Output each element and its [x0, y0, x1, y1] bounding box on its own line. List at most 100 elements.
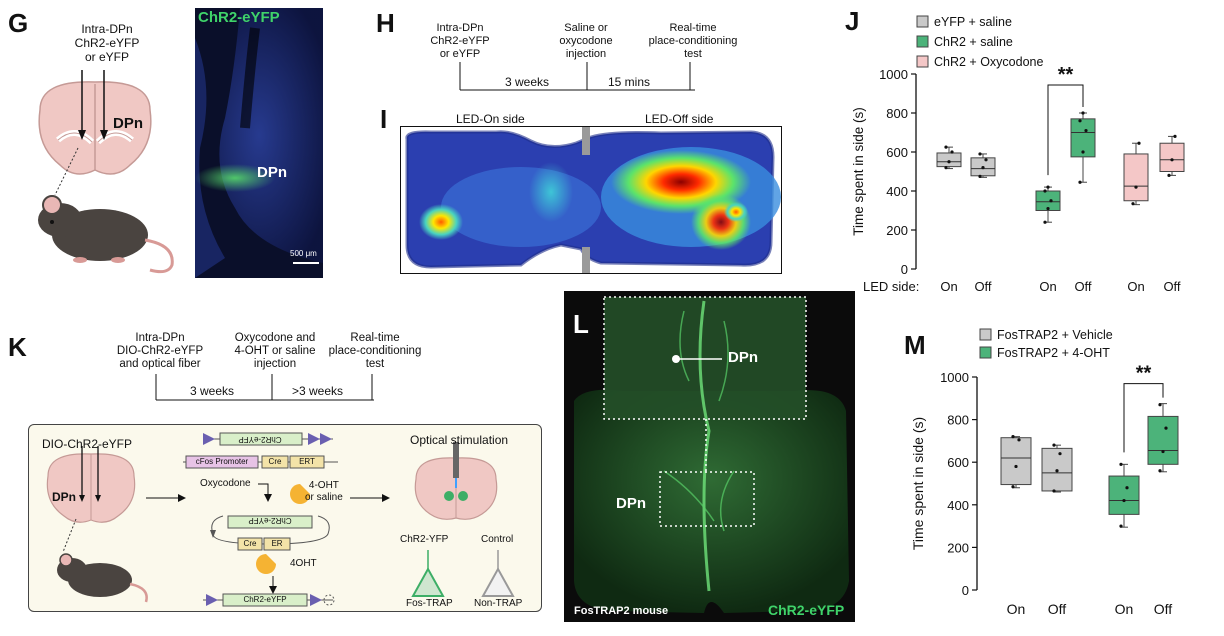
- panel-label-g: G: [8, 8, 29, 38]
- data-point: [1011, 435, 1015, 439]
- data-point: [1058, 452, 1062, 456]
- data-point: [1131, 202, 1135, 206]
- h-event-2: Saline or oxycodone injection: [559, 22, 613, 60]
- legend-swatch: [916, 35, 929, 48]
- g-brain-dpn-label: DPn: [113, 115, 143, 132]
- data-point: [1170, 158, 1174, 162]
- h-event-1: Intra-DPn ChR2-eYFP or eYFP: [430, 22, 490, 60]
- legend-swatch: [979, 346, 992, 359]
- data-point: [1043, 220, 1047, 224]
- y-axis-label: Time spent in side (s): [910, 417, 926, 550]
- data-point: [1161, 449, 1165, 454]
- k-dpn-label: DPn: [52, 490, 76, 504]
- k-loop-construct: ChR2-eYFP: [248, 516, 292, 525]
- data-point: [944, 145, 948, 149]
- legend-label: FosTRAP2 + Vehicle: [997, 328, 1113, 342]
- k-cre2: Cre: [243, 539, 257, 548]
- box: [936, 152, 962, 168]
- x-tick-label: Off: [1154, 601, 1173, 617]
- data-point: [1078, 180, 1082, 184]
- panel-label-h: H: [376, 8, 395, 38]
- x-tick-label: On: [1127, 279, 1144, 294]
- h-event-3: Real-time place-conditioning test: [648, 22, 738, 60]
- l-micrograph-image: [574, 296, 849, 613]
- l-micrograph: [564, 291, 855, 622]
- i-led-on-label: LED-On side: [456, 112, 525, 126]
- data-point: [1081, 111, 1085, 115]
- significance-stars: **: [1136, 363, 1152, 385]
- x-tick-label: Off: [1074, 279, 1091, 294]
- x-tick-label: Off: [1048, 601, 1067, 617]
- k-oht: 4OHT: [290, 558, 317, 569]
- data-point: [1125, 486, 1129, 490]
- box: [1035, 190, 1061, 211]
- data-point: [1158, 469, 1162, 473]
- data-point: [1055, 469, 1059, 473]
- panel-label-i: I: [380, 104, 388, 134]
- k-cre: Cre: [268, 457, 282, 466]
- data-point: [1011, 485, 1015, 489]
- k-final-construct: ChR2-eYFP: [243, 595, 287, 604]
- k-schematic: [46, 432, 515, 607]
- g-brain-mouse-illustration: [38, 70, 174, 274]
- data-point: [1046, 185, 1050, 189]
- k-chr2yfp: ChR2-YFP: [400, 534, 449, 545]
- box: [1108, 475, 1140, 515]
- k-control: Control: [481, 534, 514, 545]
- data-point: [1014, 464, 1018, 469]
- y-tick-label: 600: [886, 145, 908, 160]
- x-axis-prefix: LED side:: [863, 279, 919, 294]
- y-tick-label: 400: [886, 184, 908, 199]
- g-inj-line3: or eYFP: [84, 50, 129, 64]
- data-point: [1119, 462, 1123, 466]
- data-point: [1043, 189, 1047, 193]
- h-timeline: [459, 62, 695, 91]
- data-point: [978, 152, 982, 156]
- panel-label-j: J: [845, 6, 860, 36]
- data-point: [950, 150, 954, 154]
- x-tick-label: On: [940, 279, 957, 294]
- x-tick-label: On: [1115, 601, 1134, 617]
- y-tick-label: 0: [901, 262, 908, 277]
- y-tick-label: 400: [947, 498, 969, 513]
- k-dio-label: DIO-ChR2-eYFP: [42, 437, 133, 451]
- data-point: [1052, 489, 1056, 493]
- g-injection-text: Intra-DPn ChR2-eYFP or eYFP: [52, 22, 162, 64]
- g-micro-title: ChR2-eYFP: [198, 9, 280, 26]
- data-point: [1158, 403, 1162, 407]
- data-point: [1049, 199, 1053, 203]
- k-interval-2: >3 weeks: [292, 384, 344, 398]
- y-tick-label: 200: [886, 223, 908, 238]
- data-point: [947, 160, 951, 164]
- y-tick-label: 200: [947, 540, 969, 555]
- panel-label-k: K: [8, 332, 27, 362]
- data-point: [1119, 524, 1123, 528]
- l-dpn-top: DPn: [728, 349, 758, 366]
- panel-label-l: L: [573, 309, 589, 339]
- x-tick-label: On: [1039, 279, 1056, 294]
- data-point: [1164, 426, 1168, 430]
- legend-label: eYFP + saline: [934, 15, 1012, 29]
- data-point: [1081, 150, 1085, 154]
- data-point: [1017, 438, 1021, 442]
- data-point: [1084, 128, 1088, 133]
- data-point: [1134, 185, 1138, 189]
- x-tick-label: On: [1007, 601, 1026, 617]
- k-event-3: Real-time place-conditioning test: [328, 332, 422, 370]
- l-mouse-label: FosTRAP2 mouse: [574, 605, 669, 617]
- data-point: [1173, 134, 1177, 138]
- legend-swatch: [916, 15, 929, 28]
- significance-bracket: [1047, 84, 1084, 176]
- l-stain-label: ChR2-eYFP: [768, 602, 845, 618]
- g-scale-bar-label: 500 μm: [290, 249, 317, 258]
- y-tick-label: 800: [886, 106, 908, 121]
- l-dpn-left: DPn: [616, 495, 646, 512]
- legend-swatch: [979, 328, 992, 341]
- y-tick-label: 1000: [940, 370, 969, 385]
- box: [1000, 437, 1032, 486]
- data-point: [978, 174, 982, 178]
- y-tick-label: 1000: [879, 67, 908, 82]
- k-timeline: [155, 374, 374, 401]
- data-point: [1122, 498, 1126, 503]
- x-tick-label: Off: [974, 279, 991, 294]
